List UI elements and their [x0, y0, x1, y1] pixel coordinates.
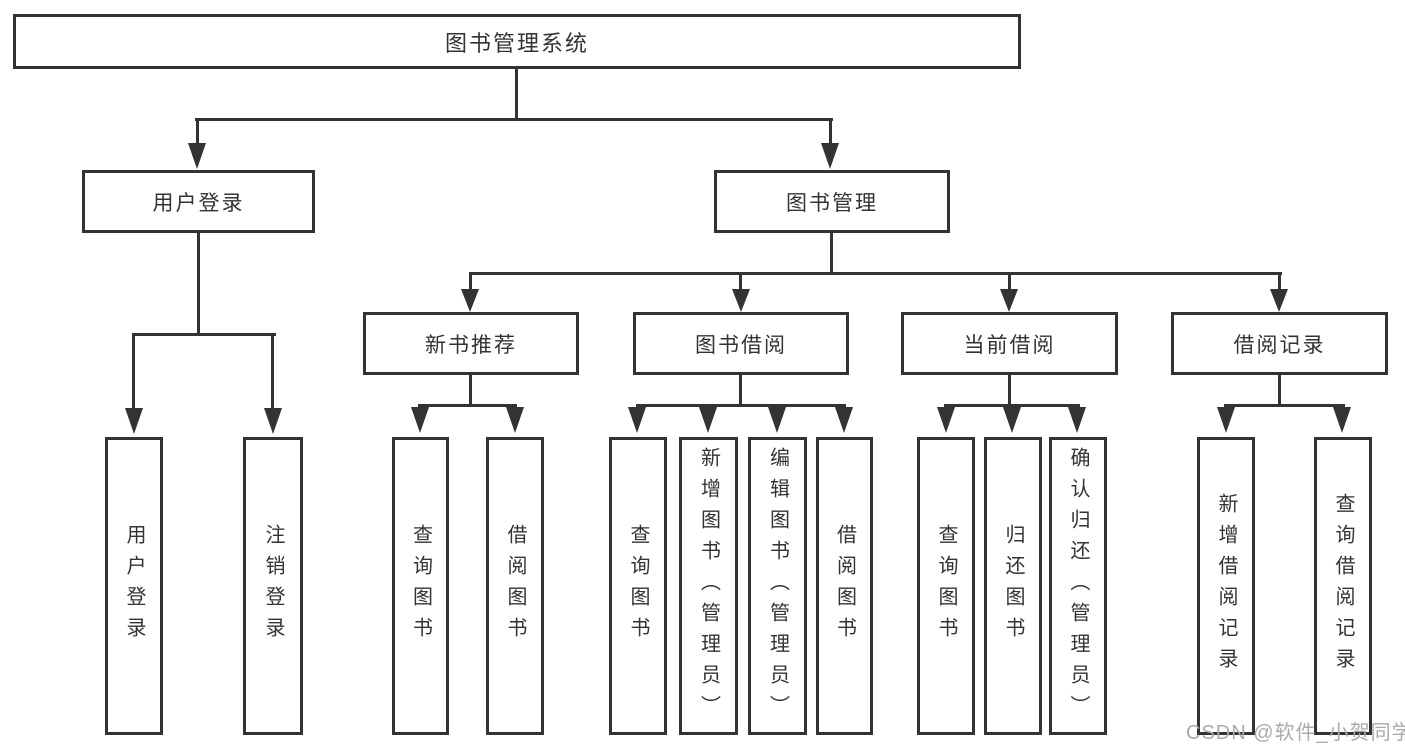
arrow-down-icon: [1270, 289, 1288, 312]
arrow-down-icon: [699, 407, 717, 433]
leaf-add-borrow-record: 新增借阅记录: [1197, 437, 1255, 735]
node-user-login: 用户登录: [82, 170, 315, 233]
node-label: 图书管理系统: [444, 30, 589, 56]
arrow-down-icon: [264, 408, 282, 434]
connector-line: [271, 333, 274, 411]
node-new-book-recommend: 新书推荐: [363, 312, 579, 375]
connector-line: [739, 272, 742, 292]
node-label: 借阅记录: [1233, 333, 1326, 357]
node-label: 借阅图书: [504, 524, 526, 648]
leaf-edit-book-admin: 编辑图书（管理员）: [748, 437, 807, 735]
node-label: 查询图书: [935, 524, 957, 648]
node-book-management: 图书管理: [714, 170, 950, 233]
connector-line: [1278, 272, 1281, 292]
leaf-query-books-borrowing: 查询图书: [609, 437, 667, 735]
arrow-down-icon: [125, 408, 143, 434]
arrow-down-icon: [1217, 407, 1235, 433]
csdn-watermark: CSDN @软件_小贺同学: [1186, 722, 1405, 744]
node-label: 编辑图书（管理员）: [766, 446, 789, 726]
leaf-return-books: 归还图书: [984, 437, 1042, 735]
connector-line: [469, 272, 472, 292]
node-current-borrowing: 当前借阅: [901, 312, 1118, 375]
connector-line: [944, 404, 1080, 407]
arrow-down-icon: [411, 407, 429, 433]
arrow-down-icon: [732, 289, 750, 312]
arrow-down-icon: [461, 289, 479, 312]
leaf-logout: 注销登录: [243, 437, 303, 735]
connector-line: [1008, 272, 1011, 292]
arrow-down-icon: [1333, 407, 1351, 433]
connector-line: [1278, 375, 1281, 406]
node-root: 图书管理系统: [13, 14, 1021, 69]
node-borrowing-records: 借阅记录: [1171, 312, 1388, 375]
node-label: 借阅图书: [833, 524, 856, 648]
node-label: 注销登录: [262, 524, 284, 648]
connector-line: [829, 118, 832, 148]
node-label: 新书推荐: [425, 333, 517, 357]
node-label: 查询借阅记录: [1332, 493, 1354, 679]
node-label: 当前借阅: [963, 333, 1056, 357]
connector-line: [469, 272, 1282, 275]
arrow-down-icon: [188, 143, 206, 169]
arrow-down-icon: [1003, 407, 1021, 433]
arrow-down-icon: [1000, 289, 1018, 312]
arrow-down-icon: [768, 407, 786, 433]
leaf-borrow-books-recommend: 借阅图书: [486, 437, 544, 735]
arrow-down-icon: [628, 407, 646, 433]
connector-line: [418, 404, 517, 407]
arrow-down-icon: [1068, 407, 1086, 433]
arrow-down-icon: [937, 407, 955, 433]
connector-line: [195, 118, 833, 121]
node-label: 归还图书: [1002, 524, 1024, 648]
leaf-borrow-books-borrowing: 借阅图书: [816, 437, 873, 735]
arrow-down-icon: [835, 407, 853, 433]
node-label: 确认归还（管理员）: [1067, 446, 1089, 726]
node-label: 新增图书（管理员）: [697, 446, 720, 726]
node-label: 图书借阅: [695, 333, 787, 357]
node-label: 图书管理: [786, 191, 878, 215]
leaf-user-login: 用户登录: [105, 437, 163, 735]
connector-line: [515, 69, 518, 120]
node-label: 查询图书: [627, 524, 649, 648]
connector-line: [196, 118, 199, 148]
leaf-add-book-admin: 新增图书（管理员）: [679, 437, 738, 735]
leaf-confirm-return-admin: 确认归还（管理员）: [1049, 437, 1107, 735]
node-label: 用户登录: [123, 524, 145, 648]
arrow-down-icon: [506, 407, 524, 433]
connector-line: [132, 333, 135, 411]
connector-line: [469, 375, 472, 406]
connector-line: [197, 233, 200, 335]
node-label: 新增借阅记录: [1215, 493, 1237, 679]
node-label: 用户登录: [152, 191, 245, 215]
connector-line: [636, 404, 846, 407]
connector-line: [132, 333, 276, 336]
connector-line: [1008, 375, 1011, 406]
node-book-borrowing: 图书借阅: [633, 312, 849, 375]
node-label: 查询图书: [409, 524, 432, 648]
leaf-query-borrow-record: 查询借阅记录: [1314, 437, 1372, 735]
connector-line: [739, 375, 742, 406]
connector-line: [830, 233, 833, 274]
leaf-query-books-current: 查询图书: [917, 437, 975, 735]
arrow-down-icon: [821, 143, 839, 169]
leaf-query-books-recommend: 查询图书: [392, 437, 449, 735]
connector-line: [1224, 404, 1345, 407]
